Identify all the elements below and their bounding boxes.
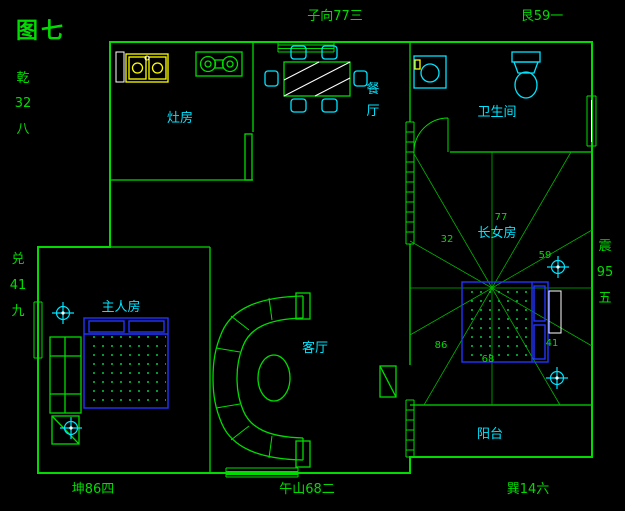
compass-label-top-center: 子向77三	[307, 8, 363, 24]
fengshui-number: 59	[539, 250, 552, 261]
cabinet	[51, 415, 80, 445]
outer-wall	[37, 41, 593, 474]
window-living-bottom	[225, 467, 299, 478]
living-room-furniture	[212, 292, 397, 468]
kitchen-fixtures	[115, 51, 243, 83]
window-bathroom-right	[586, 95, 597, 147]
compass-label-left-lower-3: 九	[11, 304, 24, 319]
room-label-kitchen: 灶房	[167, 110, 193, 126]
compass-label-bottom-center: 午山68二	[279, 482, 335, 497]
sofa-armrest	[295, 292, 311, 320]
fengshui-number: 68	[482, 354, 495, 365]
window-top-dining	[277, 42, 335, 53]
compass-label-left-upper-1: 乾	[16, 71, 29, 86]
compass-label-top-right: 艮59一	[521, 9, 564, 24]
coffee-table	[257, 354, 291, 402]
room-label-balcony: 阳台	[477, 427, 503, 442]
bathroom-door-swing	[413, 117, 449, 153]
stove-icon	[195, 51, 243, 77]
sofa	[212, 292, 311, 468]
chair	[353, 70, 368, 87]
master-bedroom-furniture	[49, 301, 169, 445]
table-hatch	[283, 61, 351, 97]
room-label-living-room: 客厅	[302, 340, 328, 356]
pillow	[88, 320, 125, 333]
bathroom-fixtures	[413, 51, 541, 99]
compass-label-left-upper-2: 32	[15, 96, 32, 111]
mattress-dots	[86, 336, 166, 406]
ceiling-lamp-icon	[545, 366, 569, 390]
windows	[33, 42, 597, 478]
figure-title: 图七	[16, 19, 66, 44]
chair	[321, 45, 338, 60]
compass-label-right-1: 震	[598, 239, 611, 254]
washbasin-icon	[413, 55, 447, 89]
compass-label-left-lower-1: 兑	[11, 252, 24, 267]
wardrobe	[49, 336, 82, 414]
compass-label-left-lower-2: 41	[10, 278, 27, 293]
compass-label-bottom-right: 巽14六	[507, 482, 550, 497]
chair	[290, 98, 307, 113]
walls	[37, 41, 593, 474]
pillow	[533, 285, 546, 322]
fengshui-fan-lines	[409, 151, 593, 406]
counter-edge	[115, 51, 125, 83]
door-symbol	[379, 365, 397, 398]
kitchen-door-leaf	[244, 133, 253, 181]
room-label-master-bedroom: 主人房	[101, 299, 140, 315]
compass-label-bottom-left: 坤86四	[72, 482, 115, 497]
chair	[290, 45, 307, 60]
mattress-dots	[464, 284, 530, 360]
sink-icon	[125, 53, 169, 83]
fengshui-number: 41	[546, 338, 559, 349]
daughter-bed	[461, 281, 549, 363]
compass-label-right-2: 95	[597, 265, 614, 280]
pillow	[533, 324, 546, 360]
sofa-armrest	[295, 440, 311, 468]
master-bed	[83, 317, 169, 409]
window-central-wall	[405, 121, 415, 245]
pillow	[128, 320, 165, 333]
fengshui-number: 32	[441, 234, 454, 245]
daughter-room-furniture	[461, 255, 570, 390]
room-label-bathroom: 卫生间	[477, 105, 516, 120]
dining-table	[283, 61, 351, 97]
fengshui-number: 77	[495, 212, 508, 223]
room-label-daughter-room: 长女房	[477, 225, 516, 241]
chair	[264, 70, 279, 87]
window-balcony-wall	[405, 399, 415, 458]
chair	[321, 98, 338, 113]
compass-label-left-upper-3: 八	[16, 122, 29, 137]
dining-set	[264, 45, 368, 113]
toilet-icon	[511, 51, 541, 99]
nightstand	[548, 290, 562, 334]
room-label-dining-2: 厅	[366, 104, 379, 119]
window-master-left	[33, 301, 43, 359]
fengshui-number: 86	[435, 340, 448, 351]
ceiling-lamp-icon	[51, 301, 75, 325]
room-label-dining-1: 餐	[366, 81, 379, 97]
compass-label-right-3: 五	[598, 291, 611, 306]
